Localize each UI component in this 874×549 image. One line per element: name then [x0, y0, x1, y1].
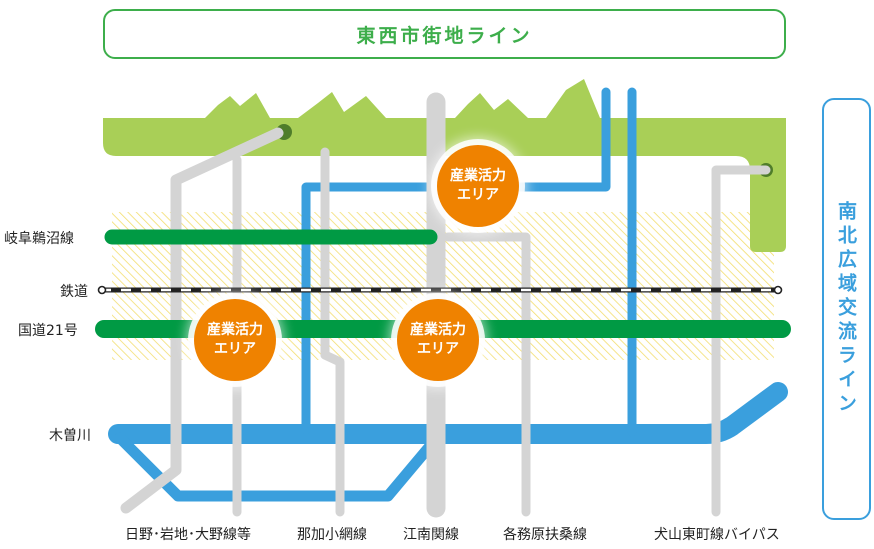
- area-line2: エリア: [214, 341, 256, 357]
- label-inuyama: 犬山東町線バイパス: [654, 527, 780, 543]
- label-kakamigahara: 各務原扶桑線: [503, 527, 587, 543]
- label-konan: 江南関線: [403, 527, 459, 543]
- road-naka: [320, 147, 345, 517]
- industrial-area-central: 産業活力 エリア: [397, 299, 479, 381]
- label-kiso: 木曽川: [49, 428, 91, 444]
- blue-road-b: [479, 87, 611, 192]
- label-naka: 那加小網線: [297, 527, 367, 543]
- blue-loop-bottom: [114, 432, 436, 502]
- label-route21: 国道21号: [18, 323, 78, 339]
- railway-end-icon: [773, 285, 783, 295]
- area-line1: 産業活力: [450, 168, 506, 184]
- label-hino: 日野･岩地･大野線等: [125, 527, 251, 543]
- road-kakamigahara: [443, 232, 531, 517]
- north-south-line-label: 南北広域交流ライン: [835, 201, 857, 417]
- label-railway: 鉄道: [60, 284, 88, 300]
- label-gifu-unuma: 岐阜鵜沼線: [4, 231, 74, 247]
- east-west-line-title: 東西市街地ライン: [103, 9, 786, 59]
- road-inuyama: [711, 165, 771, 517]
- blue-road-a: [301, 182, 489, 435]
- area-line2: エリア: [457, 187, 499, 203]
- railway-start-icon: [97, 285, 107, 295]
- industrial-area-north: 産業活力 エリア: [437, 145, 519, 227]
- east-west-line-label: 東西市街地ライン: [356, 24, 533, 47]
- area-line1: 産業活力: [207, 322, 263, 338]
- river-kiso: [108, 382, 788, 444]
- area-line1: 産業活力: [410, 322, 466, 338]
- north-south-line-title: 南北広域交流ライン: [822, 98, 871, 520]
- mountain-band: [103, 79, 786, 252]
- area-line2: エリア: [417, 341, 459, 357]
- industrial-area-west: 産業活力 エリア: [194, 299, 276, 381]
